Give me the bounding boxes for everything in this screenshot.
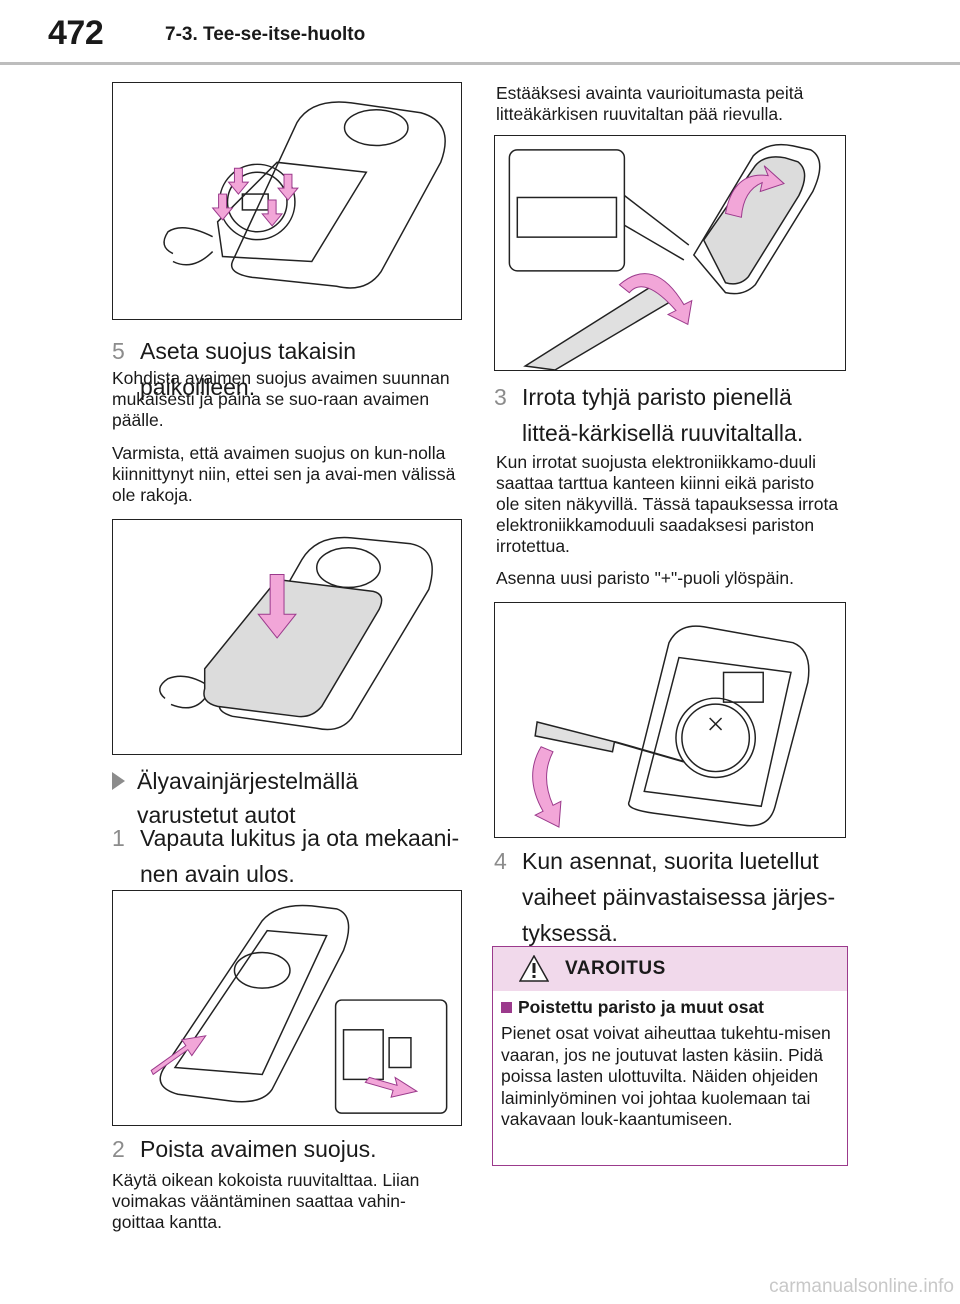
figure-battery-holder — [112, 82, 462, 320]
warning-subheading-text: Poistettu paristo ja muut osat — [518, 997, 764, 1017]
slide-arrow-icon — [364, 1076, 419, 1098]
step-3-number: 3 — [494, 384, 507, 410]
release-key-illustration — [150, 904, 448, 1114]
rotate-arrow-icon — [618, 273, 693, 326]
header-rule — [0, 62, 960, 65]
warning-text: Pienet osat voivat aiheuttaa tukehtu-mis… — [501, 1023, 831, 1129]
subheading-smart-key: Älyavainjärjestelmällä varustetut autot — [112, 764, 457, 832]
step-1-text: Vapauta lukitus ja ota mekaani-nen avain… — [140, 825, 460, 887]
triangle-bullet-icon — [112, 772, 125, 790]
paragraph-align-cover: Kohdista avaimen suojus avaimen suunnan … — [112, 368, 450, 430]
step-5-number: 5 — [112, 338, 125, 364]
warning-header: VAROITUS — [493, 947, 847, 991]
figure-remove-battery — [494, 602, 846, 838]
arrow-out-icon — [150, 1035, 207, 1076]
turn-arrow-icon — [532, 746, 562, 828]
paragraph-electronics-module: Kun irrotat suojusta elektroniikkamo-duu… — [496, 452, 839, 556]
cover-attach-illustration — [159, 536, 433, 731]
paragraph-check-gap: Varmista, että avaimen suojus on kun-nol… — [112, 443, 456, 505]
step-3-text: Irrota tyhjä paristo pienellä litteä-kär… — [522, 384, 804, 446]
figure-pry-cover — [494, 135, 846, 371]
square-bullet-icon — [501, 1002, 512, 1013]
figure-cover-attach — [112, 519, 462, 755]
paragraph-install-battery: Asenna uusi paristo "+"-puoli ylöspäin. — [496, 568, 794, 588]
step-5: 5 Aseta suojus takaisin paikoilleen. — [112, 333, 472, 405]
warning-subheading: Poistettu paristo ja muut osat — [501, 997, 764, 1018]
subheading-text: Älyavainjärjestelmällä varustetut autot — [137, 768, 359, 828]
step-3: 3 Irrota tyhjä paristo pienellä litteä-k… — [494, 379, 854, 451]
step-5-text: Aseta suojus takaisin paikoilleen. — [140, 338, 357, 400]
remove-battery-illustration — [532, 625, 810, 828]
warning-label: VAROITUS — [565, 958, 666, 979]
step-1-number: 1 — [112, 825, 125, 851]
step-2: 2 Poista avaimen suojus. — [112, 1131, 472, 1167]
step-2-text: Poista avaimen suojus. — [140, 1136, 377, 1162]
watermark: carmanualsonline.info — [769, 1276, 954, 1297]
step-2-number: 2 — [112, 1136, 125, 1162]
step-4-number: 4 — [494, 848, 507, 874]
page-number: 472 — [48, 14, 104, 52]
warning-box: VAROITUS Poistettu paristo ja muut osat … — [492, 946, 848, 1166]
step-4: 4 Kun asennat, suorita luetellut vaiheet… — [494, 843, 854, 951]
step-4-text: Kun asennat, suorita luetellut vaiheet p… — [522, 848, 836, 946]
warning-triangle-icon — [518, 954, 550, 987]
screwdriver-icon — [523, 283, 676, 370]
step-1: 1 Vapauta lukitus ja ota mekaani-nen ava… — [112, 820, 472, 892]
paragraph-screwdriver: Käytä oikean kokoista ruuvitalttaa. Liia… — [112, 1170, 420, 1232]
figure-release-key — [112, 890, 462, 1126]
section-title: 7-3. Tee-se-itse-huolto — [165, 24, 366, 45]
small-screwdriver-icon — [534, 721, 616, 753]
battery-holder-illustration — [163, 101, 446, 289]
paragraph-cloth: Estääksesi avainta vaurioitumasta peitä … — [496, 83, 804, 124]
pry-cover-illustration — [508, 143, 821, 370]
lift-arrow-icon — [724, 165, 785, 218]
down-arrow-icon — [257, 574, 297, 639]
